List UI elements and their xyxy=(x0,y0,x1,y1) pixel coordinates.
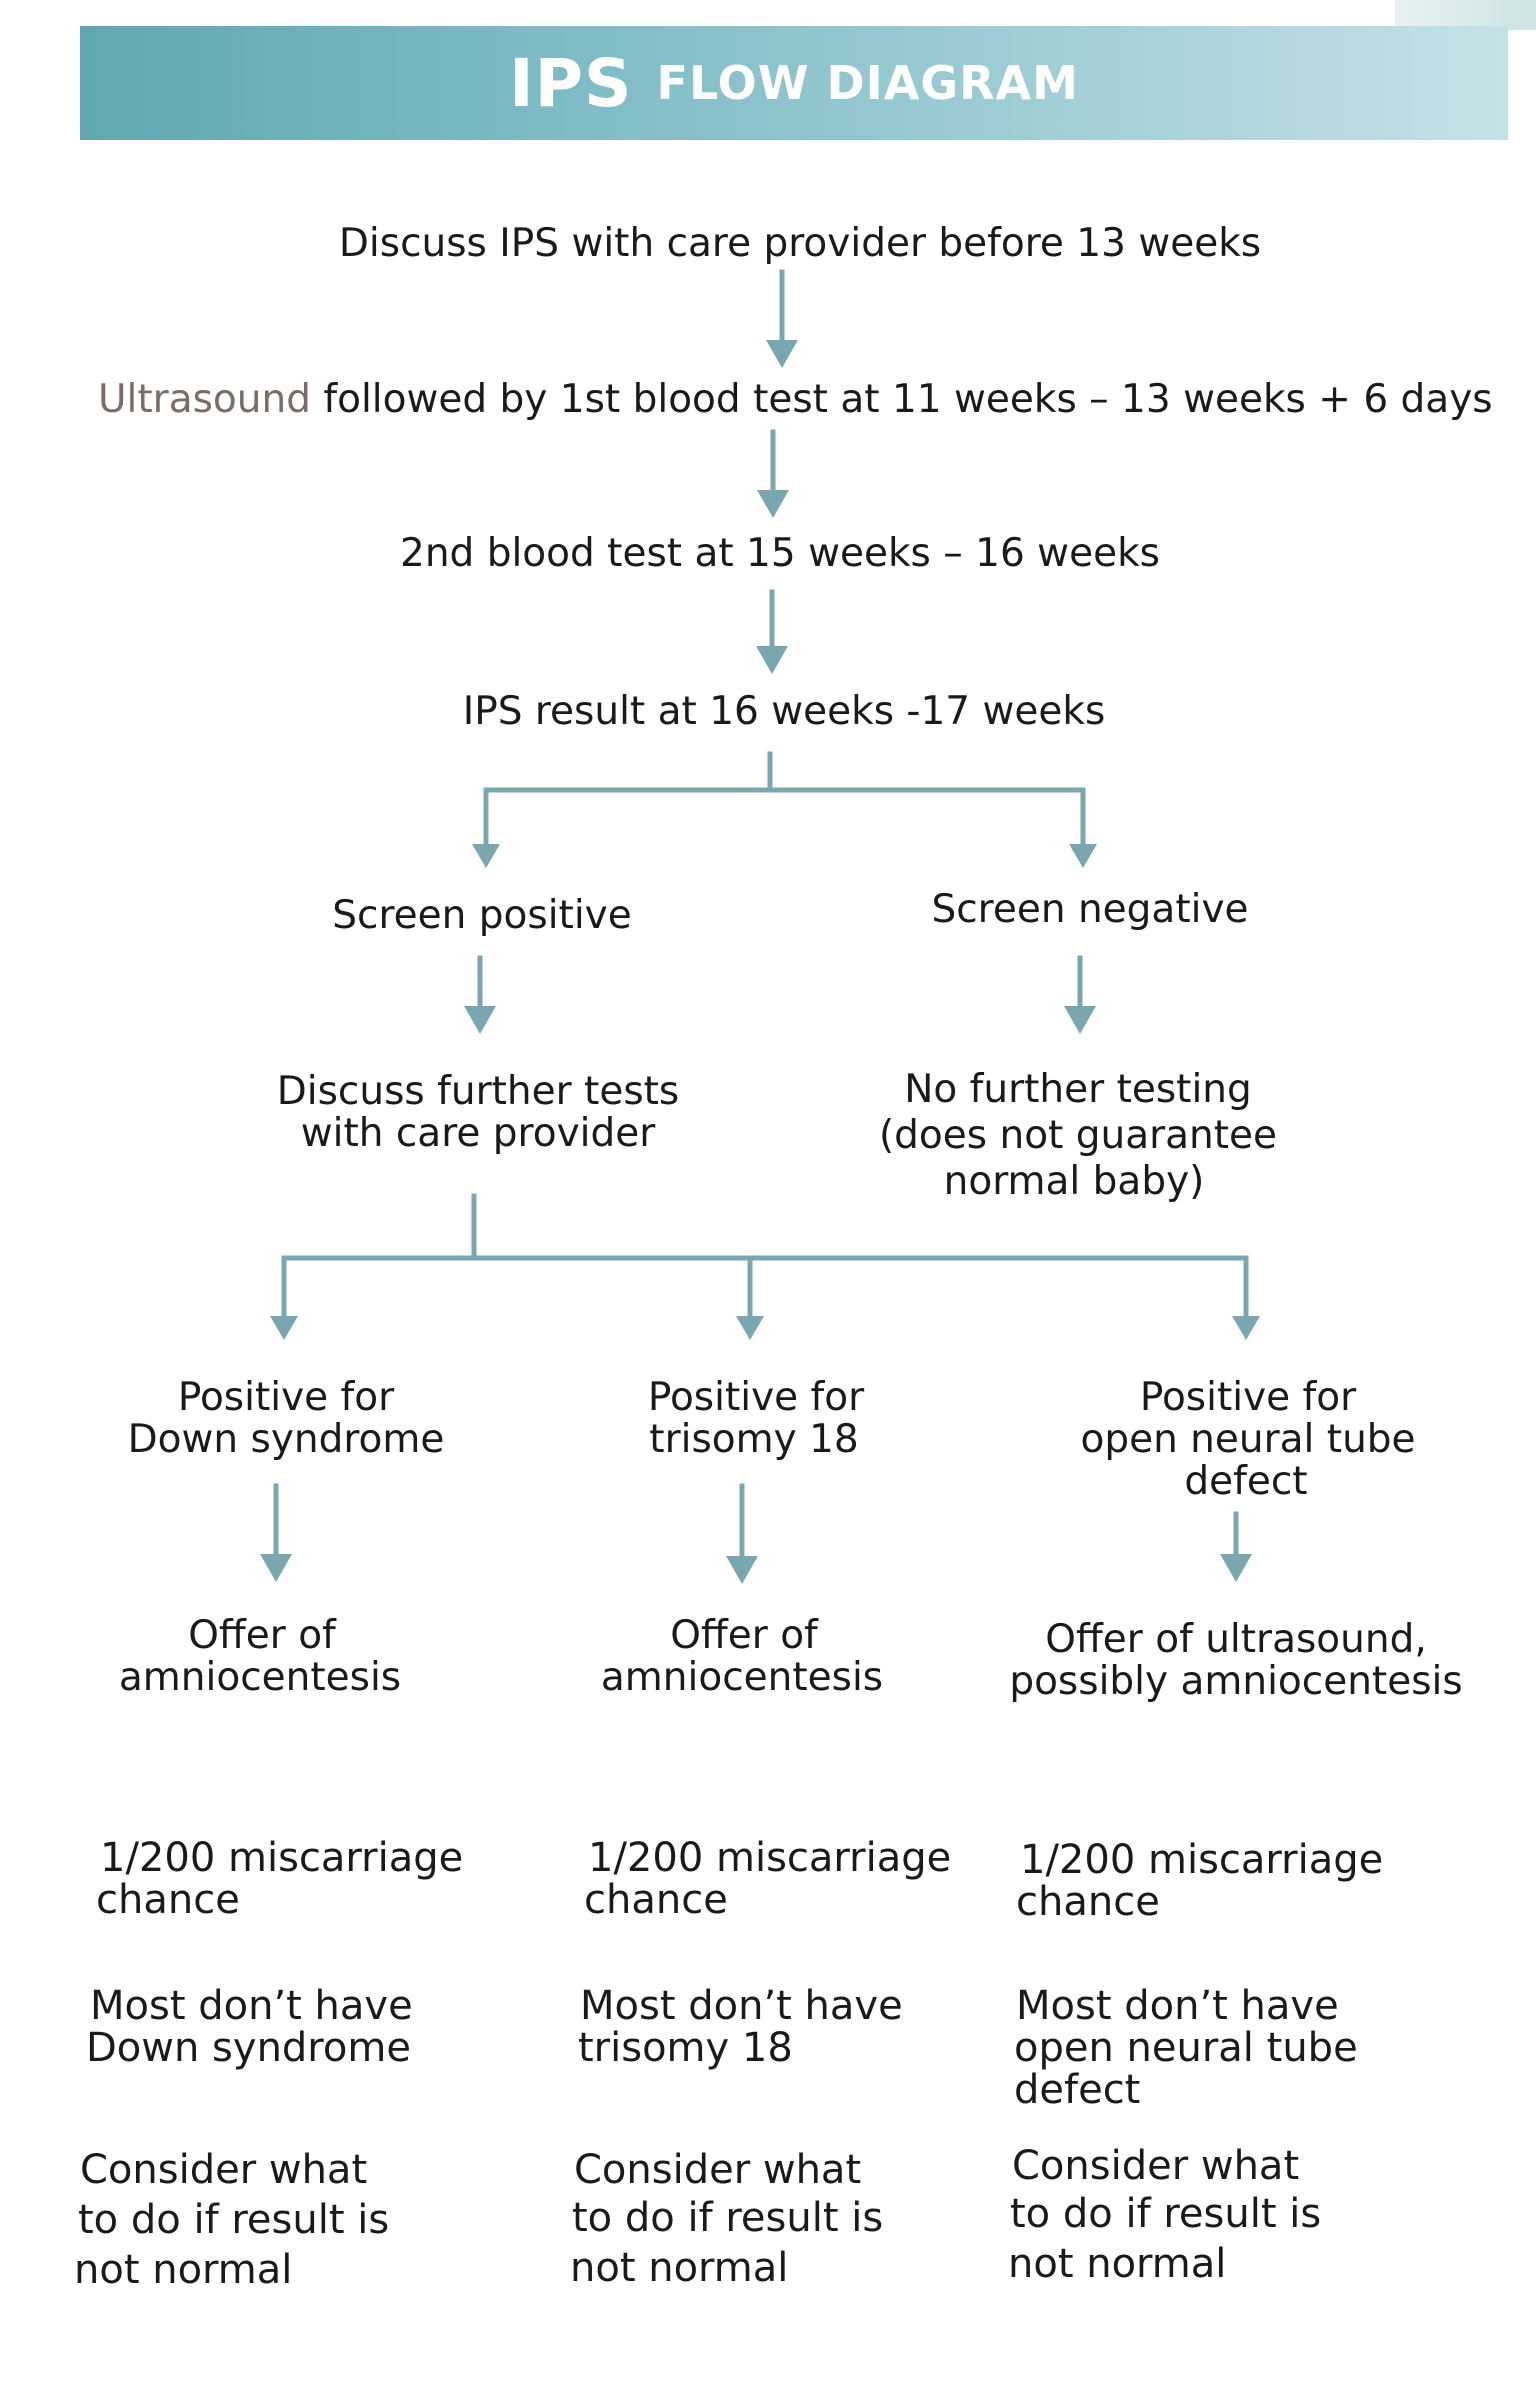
outcome-1-most-line-2: Down syndrome xyxy=(86,2025,411,2071)
no-further-line-1: No further testing xyxy=(904,1067,1252,1112)
outcome-1-most-line-1: Most don’t have xyxy=(90,1983,413,2029)
title-ips: IPS xyxy=(509,44,633,122)
arrow-outcome-3 xyxy=(1220,1511,1252,1582)
outcome-3-most-line-3: defect xyxy=(1014,2067,1141,2113)
arrow-step-1 xyxy=(766,269,798,368)
outcome-3-chance-line-2: chance xyxy=(1016,1879,1160,1925)
outcome-1-chance-line-1: 1/200 miscarriage xyxy=(100,1835,464,1881)
outcome-1-offer-line-1: Offer of xyxy=(188,1613,336,1658)
outcome-2-consider-line-3: not normal xyxy=(570,2245,789,2291)
outcome-2-most-line-2: trisomy 18 xyxy=(578,2025,793,2071)
outcome-3-heading-line-2: open neural tube xyxy=(1080,1417,1416,1462)
outcome-3-consider-line-2: to do if result is xyxy=(1010,2191,1322,2237)
ultrasound-rest: followed by 1st blood test at 11 weeks –… xyxy=(310,377,1493,422)
outcome-3-offer-line-2: possibly amniocentesis xyxy=(1009,1659,1463,1704)
branch-split-outcomes xyxy=(270,1193,1260,1340)
arrow-step-3 xyxy=(756,589,788,674)
outcome-2-consider-line-1: Consider what xyxy=(574,2147,862,2193)
arrow-step-2 xyxy=(757,429,789,518)
outcome-3-consider-line-1: Consider what xyxy=(1012,2143,1300,2189)
title-flow-diagram: FLOW DIAGRAM xyxy=(656,56,1079,110)
outcome-3-heading-line-3: defect xyxy=(1184,1459,1308,1504)
step-second-blood-test: 2nd blood test at 15 weeks – 16 weeks xyxy=(400,531,1160,576)
arrow-outcome-2 xyxy=(726,1483,758,1584)
outcome-3-most-line-1: Most don’t have xyxy=(1016,1983,1339,2029)
outcome-3-most-line-2: open neural tube xyxy=(1014,2025,1358,2071)
screen-positive-label: Screen positive xyxy=(332,893,632,938)
arrow-screen-negative xyxy=(1064,955,1096,1034)
outcome-2-chance-line-1: 1/200 miscarriage xyxy=(588,1835,952,1881)
no-further-line-3: normal baby) xyxy=(943,1159,1205,1204)
outcome-3-offer-line-1: Offer of ultrasound, xyxy=(1045,1617,1427,1662)
outcome-1-heading-line-2: Down syndrome xyxy=(127,1417,445,1462)
outcome-1-chance-line-2: chance xyxy=(96,1877,240,1923)
outcome-3-heading-line-1: Positive for xyxy=(1139,1375,1357,1420)
step-ultrasound: Ultrasound followed by 1st blood test at… xyxy=(98,378,1493,422)
outcome-2-chance-line-2: chance xyxy=(584,1877,728,1923)
outcome-3-chance-line-1: 1/200 miscarriage xyxy=(1020,1837,1384,1883)
outcome-1-heading-line-1: Positive for xyxy=(177,1375,395,1420)
step-discuss: Discuss IPS with care provider before 13… xyxy=(338,221,1262,266)
arrow-screen-positive xyxy=(464,955,496,1034)
outcome-2-offer-line-1: Offer of xyxy=(670,1613,818,1658)
banner-corner-decoration xyxy=(1395,0,1536,30)
discuss-further-line-1: Discuss further tests xyxy=(276,1069,680,1114)
step-ips-result: IPS result at 16 weeks -17 weeks xyxy=(462,689,1106,734)
outcome-3-consider-line-3: not normal xyxy=(1008,2241,1227,2287)
discuss-further-line-2: with care provider xyxy=(300,1111,656,1156)
branch-split-result xyxy=(472,751,1097,868)
no-further-line-2: (does not guarantee xyxy=(878,1113,1278,1158)
ultrasound-word: Ultrasound xyxy=(98,377,311,422)
outcome-2-heading-line-2: trisomy 18 xyxy=(649,1417,859,1462)
outcome-1-consider-line-1: Consider what xyxy=(80,2147,368,2193)
outcome-2-most-line-1: Most don’t have xyxy=(580,1983,903,2029)
outcome-1-offer-line-2: amniocentesis xyxy=(118,1655,402,1700)
outcome-1-consider-line-2: to do if result is xyxy=(78,2197,390,2243)
arrow-outcome-1 xyxy=(260,1483,292,1582)
outcome-1-consider-line-3: not normal xyxy=(74,2247,293,2293)
page-title: IPS FLOW DIAGRAM xyxy=(80,26,1508,140)
outcome-2-offer-line-2: amniocentesis xyxy=(600,1655,884,1700)
header-banner: IPS FLOW DIAGRAM xyxy=(80,26,1508,140)
screen-negative-label: Screen negative xyxy=(931,887,1249,932)
outcome-2-heading-line-1: Positive for xyxy=(647,1375,865,1420)
outcome-2-consider-line-2: to do if result is xyxy=(572,2195,884,2241)
